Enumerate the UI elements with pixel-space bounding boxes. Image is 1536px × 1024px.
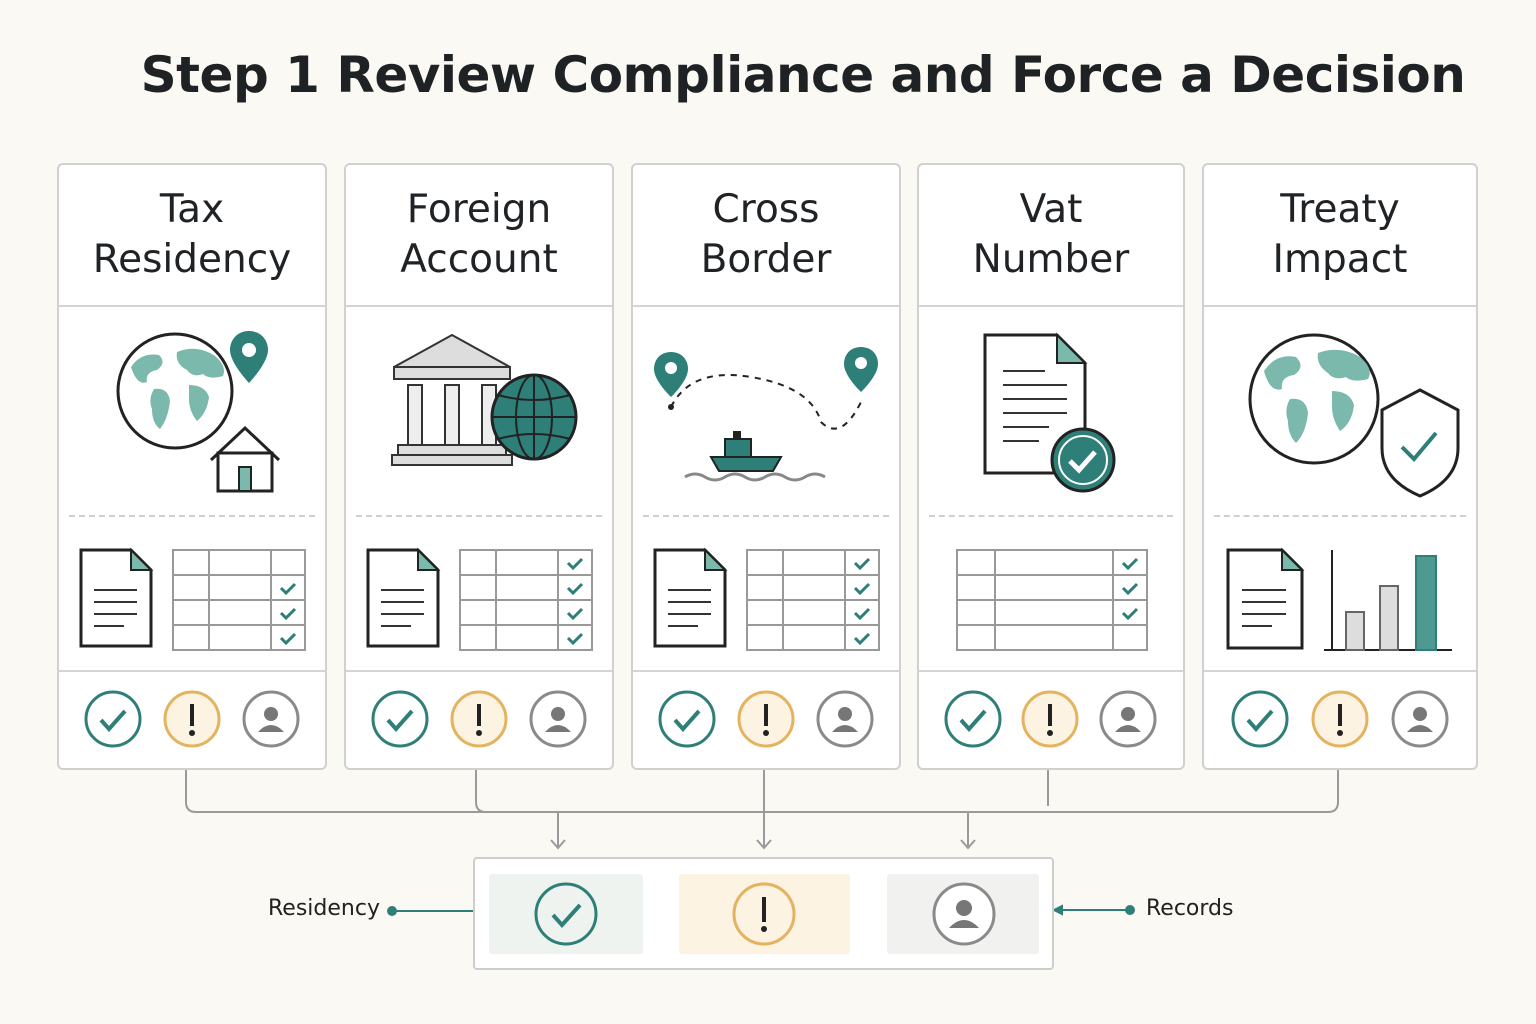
document-icon (653, 547, 728, 648)
card-header: Tax Residency (59, 165, 325, 307)
card-title: Cross Border (700, 187, 832, 282)
arrow-down-icon (756, 839, 772, 850)
warning-circle-icon (732, 882, 796, 946)
user-circle-icon[interactable] (528, 689, 588, 749)
user-circle-icon[interactable] (815, 689, 875, 749)
card-header: Vat Number (919, 165, 1183, 307)
status-row (633, 670, 899, 768)
user-circle-icon (932, 882, 996, 946)
card-title: Foreign Account (400, 187, 558, 282)
user-circle-icon[interactable] (1390, 689, 1450, 749)
decision-summary-box (473, 857, 1054, 970)
records-label: Records (1146, 896, 1234, 921)
warning-circle-icon[interactable] (1310, 689, 1370, 749)
card-documents (633, 530, 899, 670)
divider (643, 515, 889, 517)
card-documents (919, 530, 1183, 670)
arrow-down-icon (960, 839, 976, 850)
check-circle-icon[interactable] (943, 689, 1003, 749)
warning-circle-icon[interactable] (736, 689, 796, 749)
card-header: Treaty Impact (1204, 165, 1476, 307)
check-circle-icon (534, 882, 598, 946)
decision-slot-approve[interactable] (489, 874, 643, 954)
warning-circle-icon[interactable] (1020, 689, 1080, 749)
document-icon (366, 547, 441, 648)
check-circle-icon[interactable] (1230, 689, 1290, 749)
decision-slot-warning[interactable] (679, 874, 850, 954)
warning-circle-icon[interactable] (162, 689, 222, 749)
divider (929, 515, 1173, 517)
card-header: Foreign Account (346, 165, 612, 307)
residency-label: Residency (268, 896, 380, 921)
card-documents (346, 530, 612, 670)
bar-chart-icon (1324, 550, 1452, 651)
divider (1214, 515, 1466, 517)
user-circle-icon[interactable] (1098, 689, 1158, 749)
checklist-table-icon (172, 549, 306, 651)
globe-shield-icon (1204, 307, 1476, 512)
check-circle-icon[interactable] (657, 689, 717, 749)
divider (356, 515, 602, 517)
card-title: Treaty Impact (1272, 187, 1408, 282)
card-documents (59, 530, 325, 670)
card-tax-residency: Tax Residency (57, 163, 327, 770)
arrow-down-icon (550, 839, 566, 850)
status-row (59, 670, 325, 768)
card-cross-border: Cross Border (631, 163, 901, 770)
bank-globe-icon (346, 307, 612, 512)
card-documents (1204, 530, 1476, 670)
status-row (1204, 670, 1476, 768)
check-circle-icon[interactable] (370, 689, 430, 749)
warning-circle-icon[interactable] (449, 689, 509, 749)
card-header: Cross Border (633, 165, 899, 307)
card-vat-number: Vat Number (917, 163, 1185, 770)
divider (69, 515, 315, 517)
document-icon (79, 547, 154, 648)
checklist-table-icon (459, 549, 593, 651)
page-title: Step 1 Review Compliance and Force a Dec… (140, 46, 1466, 104)
card-title: Vat Number (972, 187, 1130, 282)
status-row (346, 670, 612, 768)
checklist-table-icon (956, 549, 1148, 651)
card-foreign-account: Foreign Account (344, 163, 614, 770)
verified-document-icon (919, 307, 1183, 512)
card-treaty-impact: Treaty Impact (1202, 163, 1478, 770)
document-icon (1226, 547, 1305, 650)
ship-route-icon (633, 307, 899, 512)
card-title: Tax Residency (92, 187, 292, 282)
status-row (919, 670, 1183, 768)
user-circle-icon[interactable] (241, 689, 301, 749)
checklist-table-icon (746, 549, 880, 651)
decision-slot-reviewer[interactable] (887, 874, 1039, 954)
globe-home-pin-icon (59, 307, 325, 512)
check-circle-icon[interactable] (83, 689, 143, 749)
